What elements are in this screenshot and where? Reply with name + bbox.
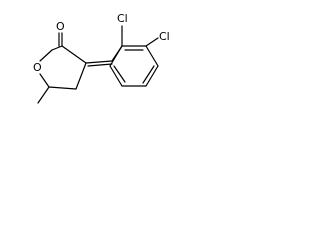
ring-bond-c-d	[145, 65, 159, 87]
lactone-ring	[39, 45, 87, 90]
ring-bond-e-f	[109, 65, 123, 87]
chemical-structure-diagram: O O Cl Cl	[33, 12, 170, 104]
meta-chlorine-label: Cl	[159, 30, 170, 43]
bond-to-meta-chlorine	[145, 37, 159, 47]
aromatic-inner-bond-2	[142, 65, 155, 84]
aromatic-inner-bond-3	[113, 65, 126, 83]
bond-ring-oxygen-to-carbonyl-c	[39, 49, 53, 62]
ortho-chlorine-label: Cl	[117, 12, 128, 25]
bond-ch-to-ring-oxygen	[39, 73, 50, 88]
bond-ring-oxygen-to-carbonyl-c-end	[51, 45, 63, 51]
ring-bond-b-c	[145, 45, 159, 67]
bond-carbonyl-c-to-alkene-c	[61, 45, 87, 64]
bond-ch2-to-ch	[48, 86, 77, 90]
bond-alkene-c-to-ch2	[75, 62, 87, 90]
carbonyl-oxygen-label: O	[56, 20, 65, 33]
ring-bond-f-a	[109, 45, 123, 67]
ring-oxygen-label: O	[33, 61, 42, 74]
carbonyl-double-bond	[58, 32, 63, 47]
benzene-ring	[109, 45, 159, 87]
exocyclic-double-bond	[85, 60, 113, 67]
methyl-bond	[37, 86, 50, 104]
